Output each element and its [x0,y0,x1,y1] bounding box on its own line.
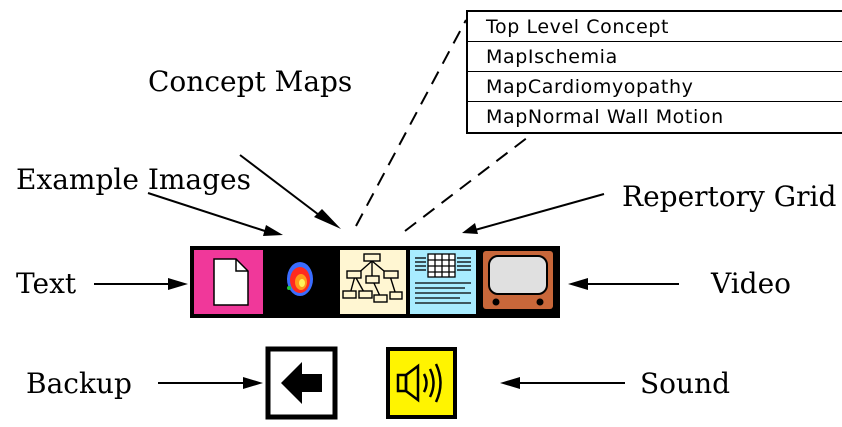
repertory-grid-label: Repertory Grid [622,180,837,213]
video-label: Video [711,267,792,300]
concept-maps-arrowhead [314,209,341,229]
concept-map-menu: Top Level Concept MapIschemia MapCardiom… [466,10,842,134]
concept-maps-arrow [239,154,324,219]
repertory-grid-button[interactable] [408,248,478,316]
concept-maps-label: Concept Maps [148,65,353,98]
concept-map-icon [342,253,403,303]
grid-document-icon [415,253,471,304]
video-arrowhead [568,278,588,290]
sound-label: Sound [640,367,731,400]
menu-item-map-cardiomyopathy[interactable]: MapCardiomyopathy [468,72,842,102]
speaker-icon [396,363,442,403]
sound-arrowhead [500,377,520,389]
left-arrow-icon [281,362,322,404]
sound-button[interactable] [386,347,457,419]
example-images-arrowhead [263,225,283,236]
menu-item-top-level-concept[interactable]: Top Level Concept [468,12,842,42]
backup-button[interactable] [265,346,338,420]
repertory-grid-arrow [474,193,605,231]
example-images-button[interactable] [265,248,338,316]
text-label: Text [16,267,77,300]
menu-item-map-normal-wall-motion[interactable]: MapNormal Wall Motion [486,106,724,128]
document-icon [213,258,249,306]
heart-scan-icon [287,262,313,296]
toolbar-frame [190,246,560,318]
example-images-label: Example Images [16,163,251,196]
text-button[interactable] [192,248,265,316]
menu-item-map-ischemia[interactable]: MapIschemia [468,42,842,72]
menu-dashed-connector-bottom [404,133,533,232]
backup-label: Backup [26,367,132,400]
repertory-grid-arrowhead [462,223,478,234]
concept-maps-button[interactable] [338,248,408,316]
video-button[interactable] [478,248,558,316]
example-images-arrow [147,192,269,233]
text-arrowhead [168,278,188,290]
television-icon [483,251,553,309]
menu-dashed-connector-top [355,19,467,227]
backup-arrowhead [243,377,263,389]
